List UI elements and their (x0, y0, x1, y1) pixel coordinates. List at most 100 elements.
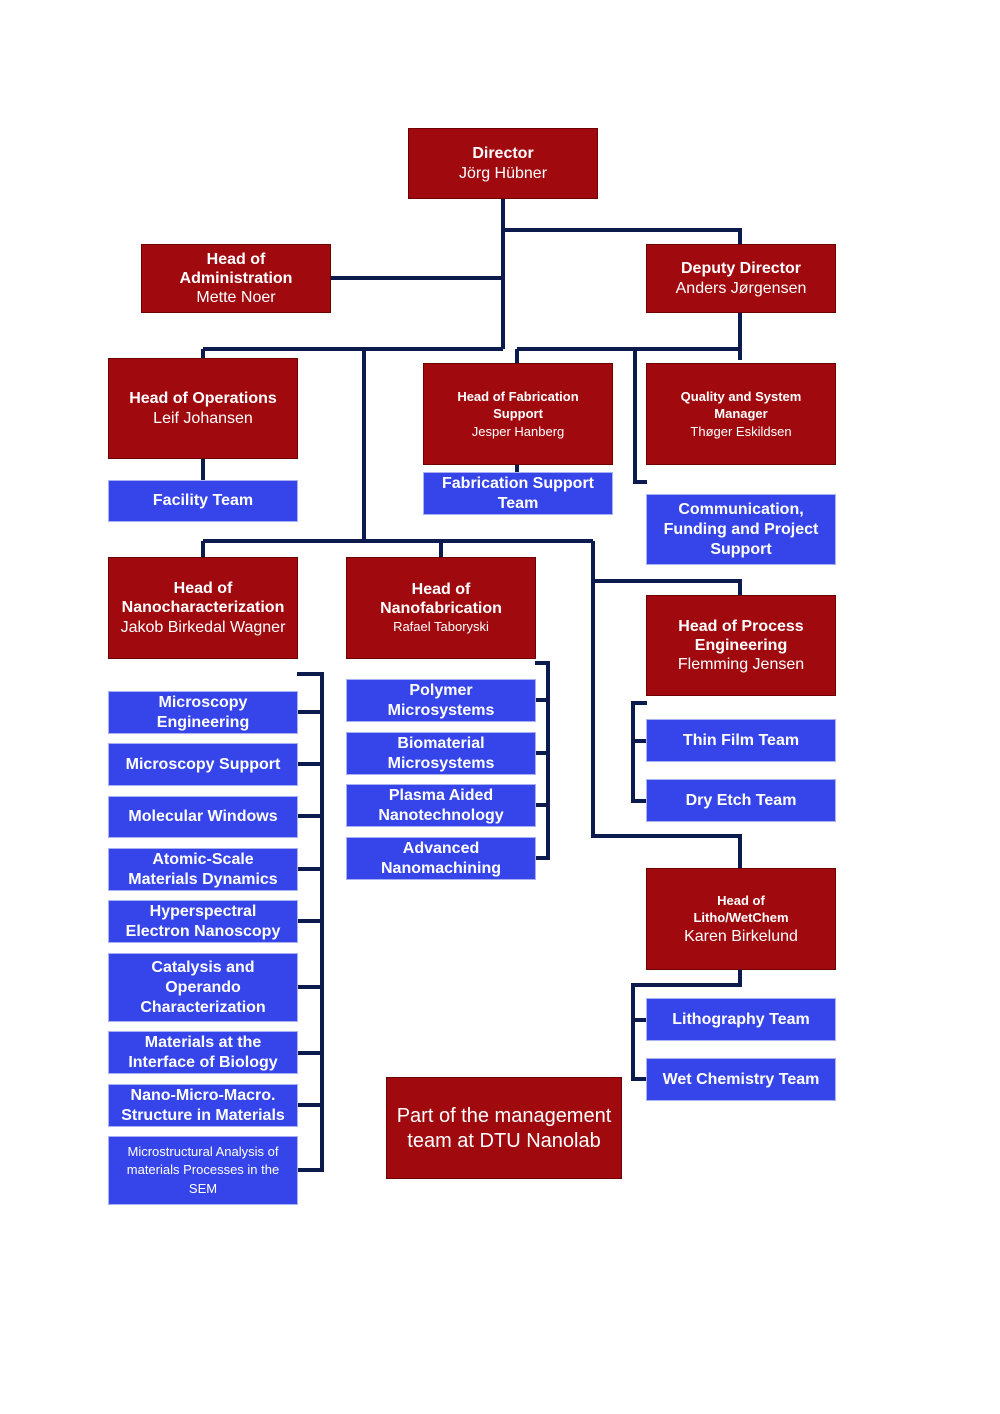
head-fab-support-title-1: Head of Fabrication (457, 388, 579, 404)
nanofab-team-box: Advanced Nanomachining (346, 837, 536, 880)
deputy-title: Deputy Director (680, 260, 802, 278)
nanochar-team-line: Materials at the (144, 1033, 262, 1051)
deputy-director-box: Deputy Director Anders Jørgensen (646, 244, 836, 313)
connector-nanofab-ticks (535, 698, 548, 807)
deputy-name: Anders Jørgensen (675, 279, 807, 297)
head-process-box: Head of Process Engineering Flemming Jen… (646, 595, 836, 696)
process-team-label: Thin Film Team (682, 731, 800, 749)
facility-team-box: Facility Team (108, 480, 298, 522)
process-team-label: Dry Etch Team (685, 791, 797, 809)
head-nanofab-name: Rafael Taboryski (393, 619, 489, 635)
process-team-box: Thin Film Team (646, 719, 836, 762)
nanochar-team-line: Electron Nanoscopy (125, 922, 281, 940)
connector-to-deputy (503, 228, 742, 246)
quality-manager-title-2: Manager (714, 406, 768, 422)
nanochar-team-line: Interface of Biology (128, 1053, 278, 1071)
nanochar-team-line: Engineering (156, 713, 250, 731)
head-nanofab-title-2: Nanofabrication (380, 600, 502, 618)
head-litho-name: Karen Birkelund (684, 927, 798, 945)
nanochar-team-line: Molecular Windows (128, 808, 278, 825)
head-litho-box: Head of Litho/WetChem Karen Birkelund (646, 868, 836, 970)
nanochar-team-box: Microscopy Support (108, 743, 298, 786)
nanochar-team-line: Characterization (140, 998, 266, 1016)
head-process-title-2: Engineering (694, 636, 788, 654)
nanofab-team-line: Microsystems (387, 754, 495, 772)
head-litho-title-2: Litho/WetChem (693, 910, 789, 926)
communication-line-2: Funding and Project (663, 520, 819, 538)
connector-deputy-level (515, 347, 740, 484)
connector-heads-level (201, 539, 593, 558)
fab-support-team-box: Fabrication Support Team (423, 472, 613, 515)
nanochar-team-box: Hyperspectral Electron Nanoscopy (108, 900, 298, 943)
nanochar-team-line: Operando (165, 978, 241, 996)
head-operations-box: Head of Operations Leif Johansen (108, 358, 298, 459)
nanochar-team-box: Molecular Windows (108, 796, 298, 838)
nanochar-team-box: Materials at the Interface of Biology (108, 1031, 298, 1074)
nanochar-team-line: SEM (188, 1180, 218, 1196)
legend-line-2: team at DTU Nanolab (407, 1130, 601, 1152)
fab-support-team-line-1: Fabrication Support (442, 474, 594, 492)
nanofab-team-line: Plasma Aided (388, 786, 494, 804)
nanofab-team-line: Nanotechnology (378, 806, 504, 824)
nanofab-team-line: Advanced (402, 839, 480, 857)
head-nanofab-box: Head of Nanofabrication Rafael Taboryski (346, 557, 536, 659)
nanochar-team-line: Microscopy Support (125, 755, 281, 773)
legend-line-1: Part of the management (396, 1105, 612, 1127)
head-operations-name: Leif Johansen (153, 409, 253, 427)
nanochar-team-box: Microstructural Analysis of materials Pr… (108, 1136, 298, 1205)
quality-manager-title-1: Quality and System (680, 388, 802, 404)
head-nanochar-title-1: Head of (173, 580, 233, 598)
communication-box: Communication, Funding and Project Suppo… (646, 494, 836, 565)
nanofab-team-box: Polymer Microsystems (346, 679, 536, 722)
nanochar-team-line: Atomic-Scale (152, 850, 254, 868)
facility-team-label: Facility Team (152, 492, 254, 509)
director-name: Jörg Hübner (458, 164, 548, 182)
communication-line-3: Support (710, 540, 772, 558)
head-admin-title-2: Administration (179, 269, 293, 287)
head-nanochar-name: Jakob Birkedal Wagner (120, 618, 286, 636)
legend-box: Part of the management team at DTU Nanol… (386, 1077, 622, 1179)
head-nanochar-title-2: Nanocharacterization (121, 599, 285, 617)
head-fab-support-box: Head of Fabrication Support Jesper Hanbe… (423, 363, 613, 465)
communication-line-1: Communication, (678, 500, 804, 518)
connector-litho-bracket (631, 969, 742, 1081)
nanofab-team-box: Biomaterial Microsystems (346, 732, 536, 775)
connector-nanofab-bracket (535, 661, 550, 860)
quality-manager-box: Quality and System Manager Thøger Eskild… (646, 363, 836, 465)
litho-team-box: Lithography Team (646, 998, 836, 1041)
litho-team-label: Lithography Team (672, 1010, 810, 1028)
process-team-box: Dry Etch Team (646, 779, 836, 822)
head-admin-title-1: Head of (206, 250, 266, 268)
head-admin-name: Mette Noer (196, 289, 276, 307)
head-operations-title: Head of Operations (129, 390, 277, 408)
nanochar-team-line: Catalysis and (151, 958, 255, 976)
litho-team-box: Wet Chemistry Team (646, 1058, 836, 1101)
head-process-title-1: Head of Process (678, 617, 804, 635)
connector-process-litho (591, 541, 742, 870)
quality-manager-name: Thøger Eskildsen (690, 423, 792, 439)
head-admin-box: Head of Administration Mette Noer (141, 244, 331, 313)
head-fab-support-name: Jesper Hanberg (471, 423, 565, 439)
head-nanochar-box: Head of Nanocharacterization Jakob Birke… (108, 557, 298, 659)
fab-support-team-line-2: Team (497, 494, 539, 512)
nanofab-team-line: Polymer (409, 681, 473, 699)
nanochar-team-line: Structure in Materials (121, 1106, 285, 1124)
head-nanofab-title-1: Head of (411, 581, 471, 599)
connector-process-bracket (631, 701, 647, 803)
nanochar-team-box: Catalysis and Operando Characterization (108, 953, 298, 1022)
nanochar-team-line: Materials Dynamics (128, 870, 278, 888)
nanofab-team-box: Plasma Aided Nanotechnology (346, 784, 536, 827)
connector-nanochar-ticks (297, 710, 322, 1107)
nanochar-team-line: Hyperspectral (149, 902, 257, 920)
nanochar-team-line: Microscopy (158, 693, 248, 711)
head-process-name: Flemming Jensen (677, 656, 805, 674)
head-litho-title-1: Head of (717, 892, 765, 908)
nanochar-team-line: materials Processes in the (126, 1162, 280, 1178)
nanofab-team-line: Nanomachining (380, 859, 501, 877)
nanochar-team-box: Nano-Micro-Macro. Structure in Materials (108, 1084, 298, 1127)
director-box: Director Jörg Hübner (408, 128, 598, 199)
nanochar-team-box: Atomic-Scale Materials Dynamics (108, 848, 298, 891)
nanochar-team-line: Microstructural Analysis of (127, 1144, 279, 1160)
head-fab-support-title-2: Support (493, 406, 543, 422)
